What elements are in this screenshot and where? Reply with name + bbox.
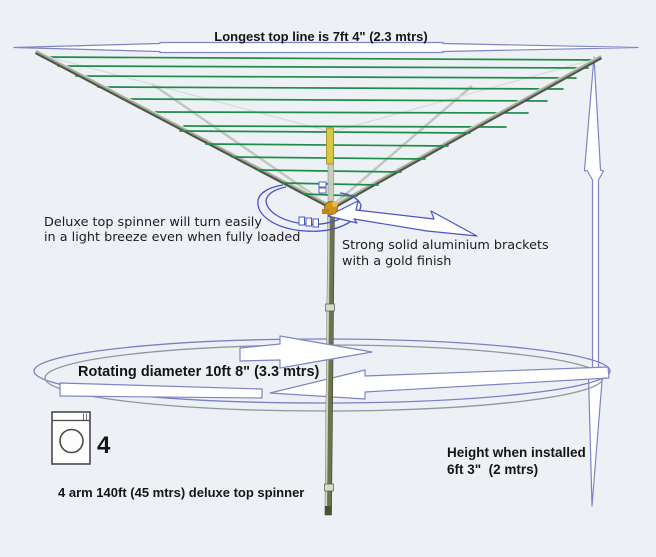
arm-right	[331, 54, 603, 209]
ribbon-tail-segment	[312, 218, 319, 228]
pole-latch-detail	[318, 181, 327, 188]
spinner-frame-front	[34, 49, 603, 209]
height-label-line1: Height when installed	[447, 445, 586, 460]
pole-joint-lower	[324, 483, 334, 492]
spinner-frame	[37, 53, 600, 209]
rotation-arrow-right	[239, 335, 373, 369]
back-arm-right	[330, 85, 473, 208]
pole-joint-upper	[325, 303, 335, 312]
arm-count-label: 4	[97, 432, 111, 459]
top-line-measure-arrow	[13, 41, 639, 54]
pole-highlight	[325, 207, 330, 515]
spinner-note-line1: Deluxe top spinner will turn easily	[44, 215, 262, 230]
tie-line-right	[334, 57, 600, 132]
pole-latch-detail	[318, 187, 327, 194]
pole-tip	[325, 506, 332, 515]
height-label-line2: 6ft 3" (2 mtrs)	[447, 462, 538, 477]
pole-top-cap	[326, 127, 334, 165]
ribbon-tail-segment	[298, 216, 305, 226]
top-line-label: Longest top line is 7ft 4" (2.3 mtrs)	[214, 29, 427, 44]
rotation-ellipse	[33, 338, 611, 412]
product-label: 4 arm 140ft (45 mtrs) deluxe top spinner	[58, 485, 304, 500]
brackets-note-line2: with a gold finish	[342, 254, 451, 269]
washing-machine-icon	[51, 411, 91, 465]
pole	[324, 206, 335, 516]
brackets-note-line1: Strong solid aluminium brackets	[342, 238, 549, 253]
back-arm-left	[151, 82, 332, 209]
spinner-note-line2: in a light breeze even when fully loaded	[44, 230, 300, 245]
rotation-arrow-left	[269, 366, 610, 400]
brackets-pointer-arrow	[327, 200, 478, 237]
clotheslines-upper	[41, 56, 599, 128]
ribbon-tail-segment	[305, 217, 312, 227]
rotating-diameter-label: Rotating diameter 10ft 8" (3.3 mtrs)	[78, 364, 320, 380]
gold-hub-bracket	[322, 201, 338, 215]
height-measure-arrow	[583, 56, 605, 507]
machine-door	[59, 428, 84, 454]
rotation-ribbon-segment	[59, 382, 263, 399]
arm-left	[34, 49, 333, 209]
